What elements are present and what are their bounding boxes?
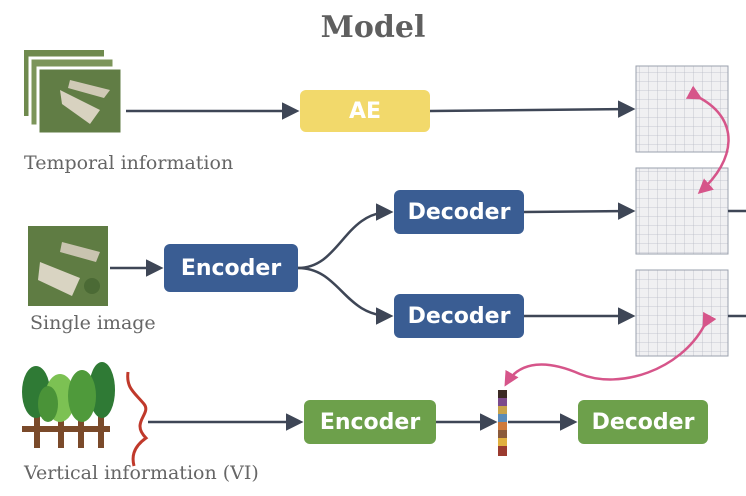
- vi-decoder-block: Decoder: [578, 400, 708, 444]
- decoder-block-lower: Decoder: [394, 294, 524, 338]
- correlation-links: [504, 85, 730, 387]
- feature-map-middle: [635, 167, 729, 255]
- decoder-block-upper: Decoder: [394, 190, 524, 234]
- caption-single-image: Single image: [30, 312, 156, 334]
- vertical-profile-curve-icon: [126, 371, 149, 467]
- forest-trees-icon: [22, 362, 115, 448]
- caption-vertical: Vertical information (VI): [24, 462, 259, 484]
- encoder-block: Encoder: [164, 244, 298, 292]
- diagram-title: Model: [320, 10, 426, 45]
- satellite-image-icon: [28, 226, 108, 306]
- caption-temporal: Temporal information: [24, 152, 234, 174]
- ae-block: AE: [300, 90, 430, 132]
- vi-encoder-block: Encoder: [304, 400, 436, 444]
- vi-feature-vector: [498, 390, 507, 456]
- temporal-image-stack-icon: [24, 50, 124, 136]
- feature-map-bottom: [635, 269, 729, 357]
